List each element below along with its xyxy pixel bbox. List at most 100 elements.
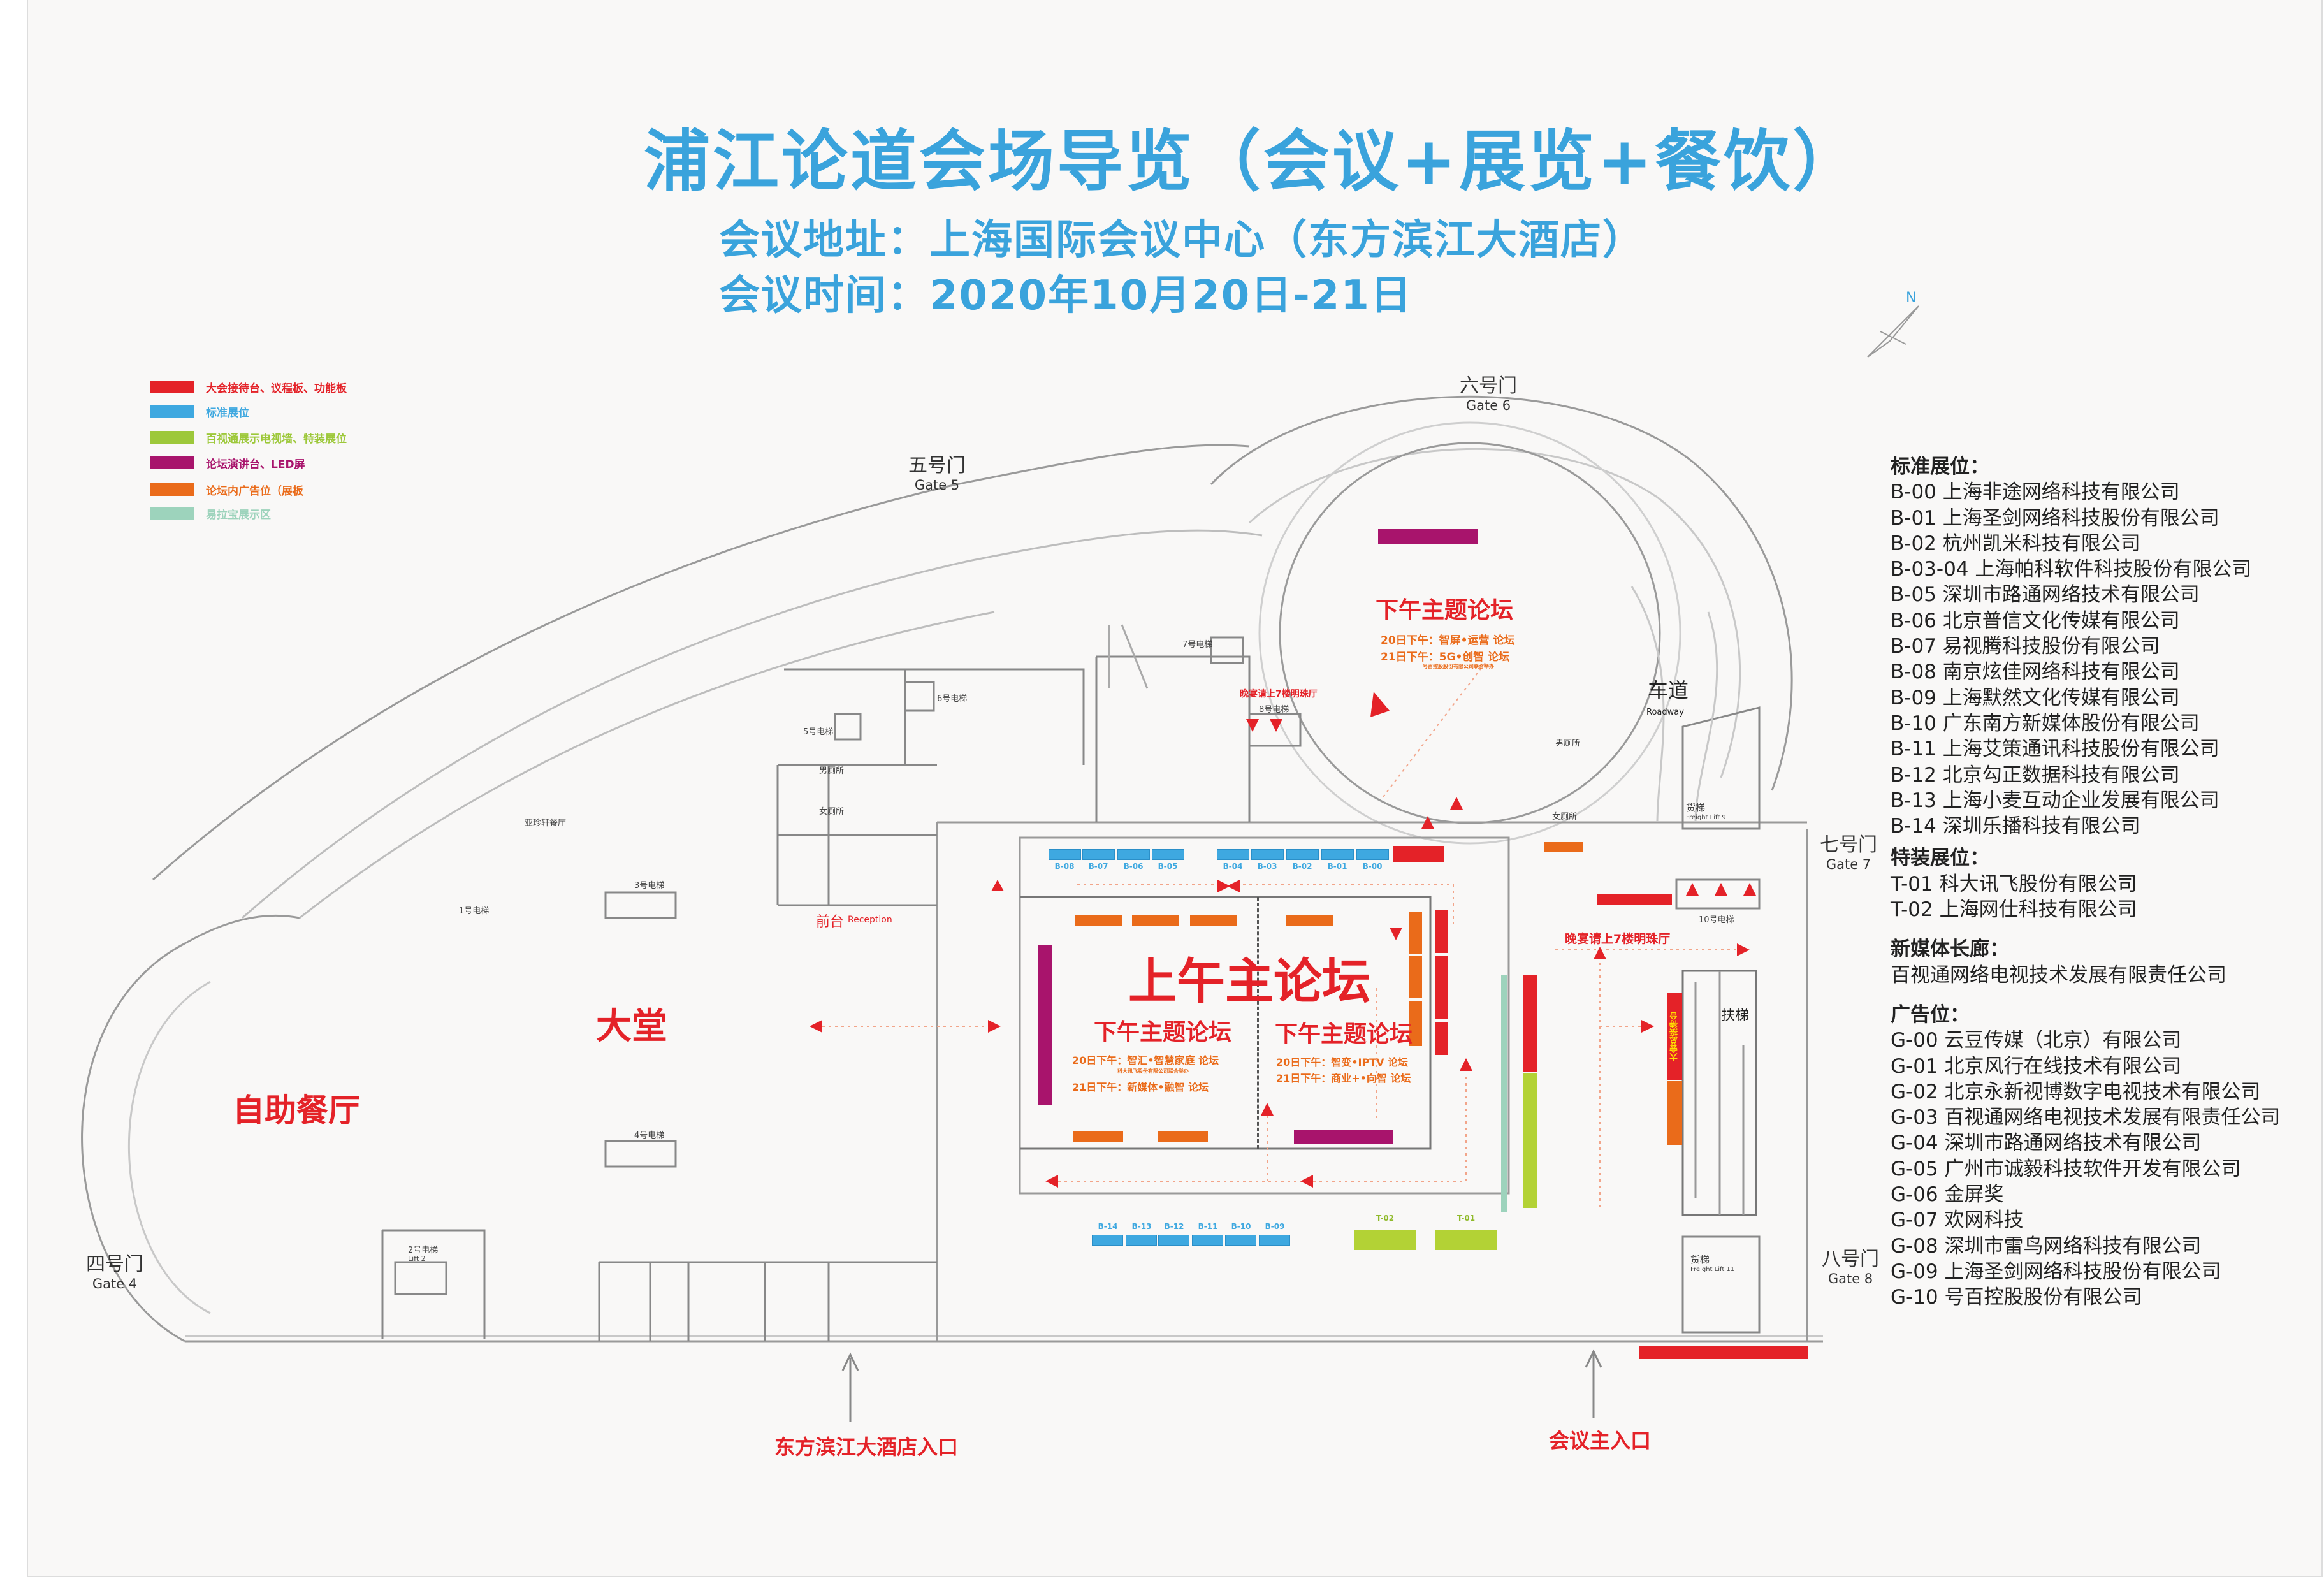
main-entrance-label: 会议主入口 [1549,1429,1652,1453]
booth-label: B-02 [1292,862,1312,871]
gate-6-cn: 六号门 [1460,375,1517,397]
booth-label: B-14 [1098,1222,1118,1231]
reception-label: 前台 [816,914,845,930]
list-item: T-02 上海网仕科技有限公司 [1891,898,2137,922]
agenda-board [1435,910,1448,953]
booth-label: T-02 [1376,1214,1395,1223]
standard-booth [1259,1235,1290,1246]
legend-swatch [150,405,194,418]
dinner-note-west: 晚宴请上7楼明珠厅 [1240,689,1318,699]
legend-swatch [150,456,194,469]
ad-board [1409,956,1422,998]
function-board-east [1523,975,1537,1072]
legend-item: 标准展位 [150,404,249,419]
route-arrow-up [991,880,1004,891]
buffet-label: 自助餐厅 [233,1092,360,1129]
booth-label: B-01 [1327,862,1347,871]
function-board-entrance [1639,1346,1808,1359]
legend-label: 大会接待台、议程板、功能板 [206,382,347,395]
checkin-desk-label: 大会总接待台 [1669,1012,1680,1061]
special-booth [1354,1230,1416,1250]
ad-board [1544,842,1583,852]
legend-item: 百视通展示电视墙、特装展位 [150,430,347,446]
afternoon-forum-right-title: 下午主题论坛 [1275,1021,1413,1047]
lift-8-label: 8号电梯 [1259,705,1289,715]
list-heading-new_media: 新媒体长廊： [1891,938,2009,961]
circle-forum-sponsor: 号百控股股份有限公司联合举办 [1423,664,1494,669]
list-item: G-06 金屏奖 [1891,1183,2004,1207]
gate-5-cn: 五号门 [908,455,966,477]
standard-booth [1158,1235,1189,1246]
rollup-display-area [1501,975,1507,1212]
gate-5-en: Gate 5 [914,477,960,493]
function-board-gate7 [1597,894,1672,905]
booth-label: B-08 [1054,862,1075,871]
dinner-note-east: 晚宴请上7楼明珠厅 [1565,932,1671,946]
list-item: B-10 广东南方新媒体股份有限公司 [1891,711,2200,735]
list-item: G-05 广州市诚毅科技软件开发有限公司 [1891,1157,2241,1181]
roadway-label: 车道 [1648,678,1689,702]
booth-label: B-11 [1198,1222,1218,1231]
right-forum-day20: 20日下午：智变•IPTV 论坛 [1276,1056,1409,1068]
legend-label: 易拉宝展示区 [206,508,271,521]
list-item: G-03 百视通网络电视技术发展有限责任公司 [1891,1106,2281,1130]
ad-board [1132,915,1179,926]
hall-partition [1257,897,1259,1149]
standard-booth [1117,849,1150,860]
ad-board [1073,1131,1123,1142]
restaurant-text: 亚珍轩餐厅 [525,819,567,828]
standard-booth [1152,849,1184,860]
main-hall-wall [1019,836,1510,1195]
gate6-curve [1210,395,1793,791]
ad-board [1075,915,1122,926]
lobby-label: 大堂 [596,1006,667,1047]
main-checkin-desk: 大会总接待台 [1667,993,1682,1080]
circle-forum-title: 下午主题论坛 [1376,597,1514,623]
hotel-entrance-label: 东方滨江大酒店入口 [774,1435,959,1459]
booth-label: B-04 [1223,862,1243,871]
legend-swatch [150,381,194,393]
ad-board [1409,1001,1422,1046]
lift-2-label: 2号电梯 [408,1246,439,1255]
legend-swatch [150,431,194,444]
gate-6-en: Gate 6 [1465,398,1511,413]
north-wing-outer-wall [152,444,1250,881]
womens-room-east-label: 女厕所 [1552,812,1578,822]
booth-label: T-01 [1456,1214,1476,1223]
morning-forum-title: 上午主论坛 [1128,953,1370,1010]
standard-booth [1126,1235,1157,1246]
list-item: B-01 上海圣剑网络科技股份有限公司 [1891,506,2219,530]
led-screen-circle [1378,529,1478,544]
booth-label: B-03 [1257,862,1277,871]
list-item: G-09 上海圣剑网络科技股份有限公司 [1891,1260,2221,1283]
right-forum-day21: 21日下午：商业+•向智 论坛 [1276,1072,1411,1084]
list-gap [1891,988,2281,1002]
legend-label: 论坛演讲台、LED屏 [206,458,305,471]
lift-2-en-label: Lift 2 [408,1255,426,1263]
standard-booth [1082,849,1115,860]
lift-4-label: 4号电梯 [634,1131,665,1140]
roadway-en-label: Roadway [1646,708,1684,717]
led-screen-left [1038,945,1052,1105]
list-item: T-01 科大讯飞股份有限公司 [1891,872,2137,896]
list-item: B-13 上海小麦互动企业发展有限公司 [1891,789,2219,812]
booth-label: B-12 [1164,1222,1184,1231]
list-item: B-06 北京普信文化传媒有限公司 [1891,609,2180,632]
list-item: B-03-04 上海帕科软件科技股份有限公司 [1891,558,2252,581]
standard-booth [1225,1235,1256,1246]
function-board-top [1393,846,1444,862]
restaurant-label: 亚珍轩餐厅 [525,816,566,828]
list-item: B-02 杭州凯米科技有限公司 [1891,532,2140,555]
booth-label: B-10 [1231,1222,1251,1231]
list-item: B-14 深圳乐播科技有限公司 [1891,815,2140,838]
list-gap [1891,839,2281,845]
booth-label: B-06 [1123,862,1144,871]
compass-north-label: N [1906,290,1917,306]
freight-lift-9-en: Freight Lift 9 [1686,814,1726,821]
list-item: B-12 北京勾正数据科技有限公司 [1891,763,2180,787]
